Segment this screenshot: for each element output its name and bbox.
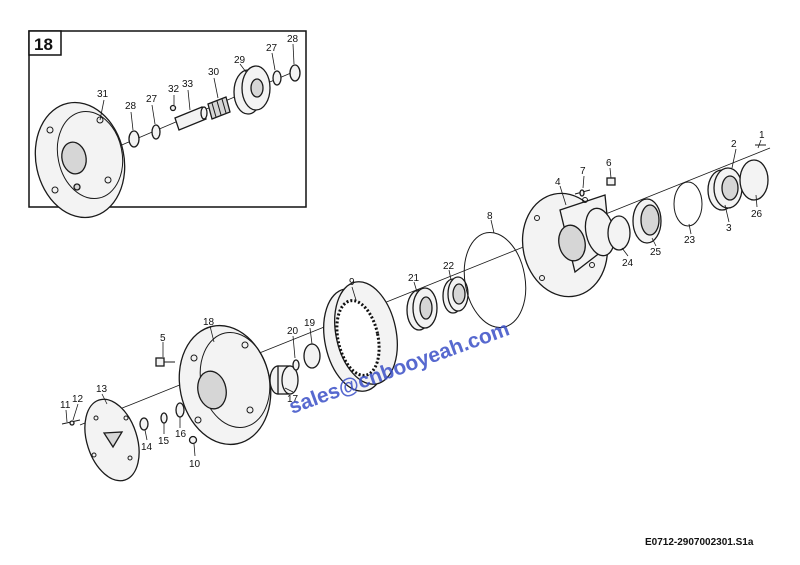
callout-30: 30 [208, 67, 220, 78]
callout-13: 13 [96, 384, 108, 395]
callout-1: 1 [759, 130, 765, 141]
callout-2: 2 [731, 139, 737, 150]
callout-25: 25 [650, 247, 662, 258]
callout-4: 4 [555, 177, 561, 188]
callout-11: 11 [60, 400, 71, 411]
steel-ball [169, 104, 177, 112]
thrust-washer [128, 130, 140, 148]
cover-plate [84, 398, 140, 482]
callout-18: 18 [203, 317, 215, 328]
spacer-ring [607, 215, 631, 251]
detail-inset: 18 [28, 30, 307, 219]
callout-14: 14 [141, 442, 153, 453]
callout-15: 15 [158, 436, 170, 447]
snap-ring [151, 124, 161, 140]
large-o-ring [463, 231, 527, 329]
detail-number: 18 [34, 35, 53, 54]
breather [155, 357, 175, 367]
watermark-email: sales@cnbooyeah.com [286, 317, 513, 418]
callout-29: 29 [234, 55, 246, 66]
drain-plug [188, 435, 198, 445]
callout-28: 28 [287, 34, 299, 45]
callout-12: 12 [72, 394, 84, 405]
callout-5: 5 [160, 333, 166, 344]
callout-17: 17 [287, 394, 299, 405]
bearing [442, 276, 469, 314]
planet-pin [174, 106, 208, 131]
retaining-ring [673, 181, 703, 227]
callout-9: 9 [349, 277, 355, 288]
callout-27: 27 [266, 43, 278, 54]
callout-19: 19 [304, 318, 316, 329]
drawing-id: E0712-2907002301.S1a [645, 537, 754, 548]
washer [69, 420, 75, 426]
planet-gear [233, 65, 271, 115]
callout-32: 32 [168, 84, 180, 95]
thrust-washer [289, 64, 301, 82]
callout-leaders [65, 139, 762, 457]
bearing [707, 167, 743, 211]
needle-bearing [207, 96, 231, 120]
nut [606, 177, 616, 186]
callout-31: 31 [97, 89, 109, 100]
planet-carrier [178, 324, 272, 446]
callout-7: 7 [580, 166, 586, 177]
seal-ring [175, 402, 185, 418]
callout-27: 27 [146, 94, 158, 105]
end-cap [739, 159, 769, 201]
callout-33: 33 [182, 79, 194, 90]
callout-23: 23 [684, 235, 696, 246]
callout-8: 8 [487, 211, 493, 222]
callout-6: 6 [606, 158, 612, 169]
planet-carrier-hub [34, 101, 126, 219]
bearing [406, 287, 438, 331]
wheel-hub [521, 192, 616, 298]
callout-21: 21 [408, 273, 420, 284]
callout-16: 16 [175, 429, 187, 440]
callout-10: 10 [189, 459, 201, 470]
callout-24: 24 [622, 258, 634, 269]
washer [579, 189, 585, 197]
o-ring [139, 417, 149, 431]
shaft-seal [632, 198, 662, 244]
callout-3: 3 [726, 223, 732, 234]
snap-ring [272, 70, 282, 86]
callout-20: 20 [287, 326, 299, 337]
callout-28: 28 [125, 101, 137, 112]
thrust-washer [303, 343, 321, 369]
sun-gear [269, 365, 299, 395]
ring-gear [323, 281, 398, 392]
snap-ring [292, 359, 300, 371]
callout-22: 22 [443, 261, 455, 272]
callout-26: 26 [751, 209, 763, 220]
plug [160, 412, 168, 424]
